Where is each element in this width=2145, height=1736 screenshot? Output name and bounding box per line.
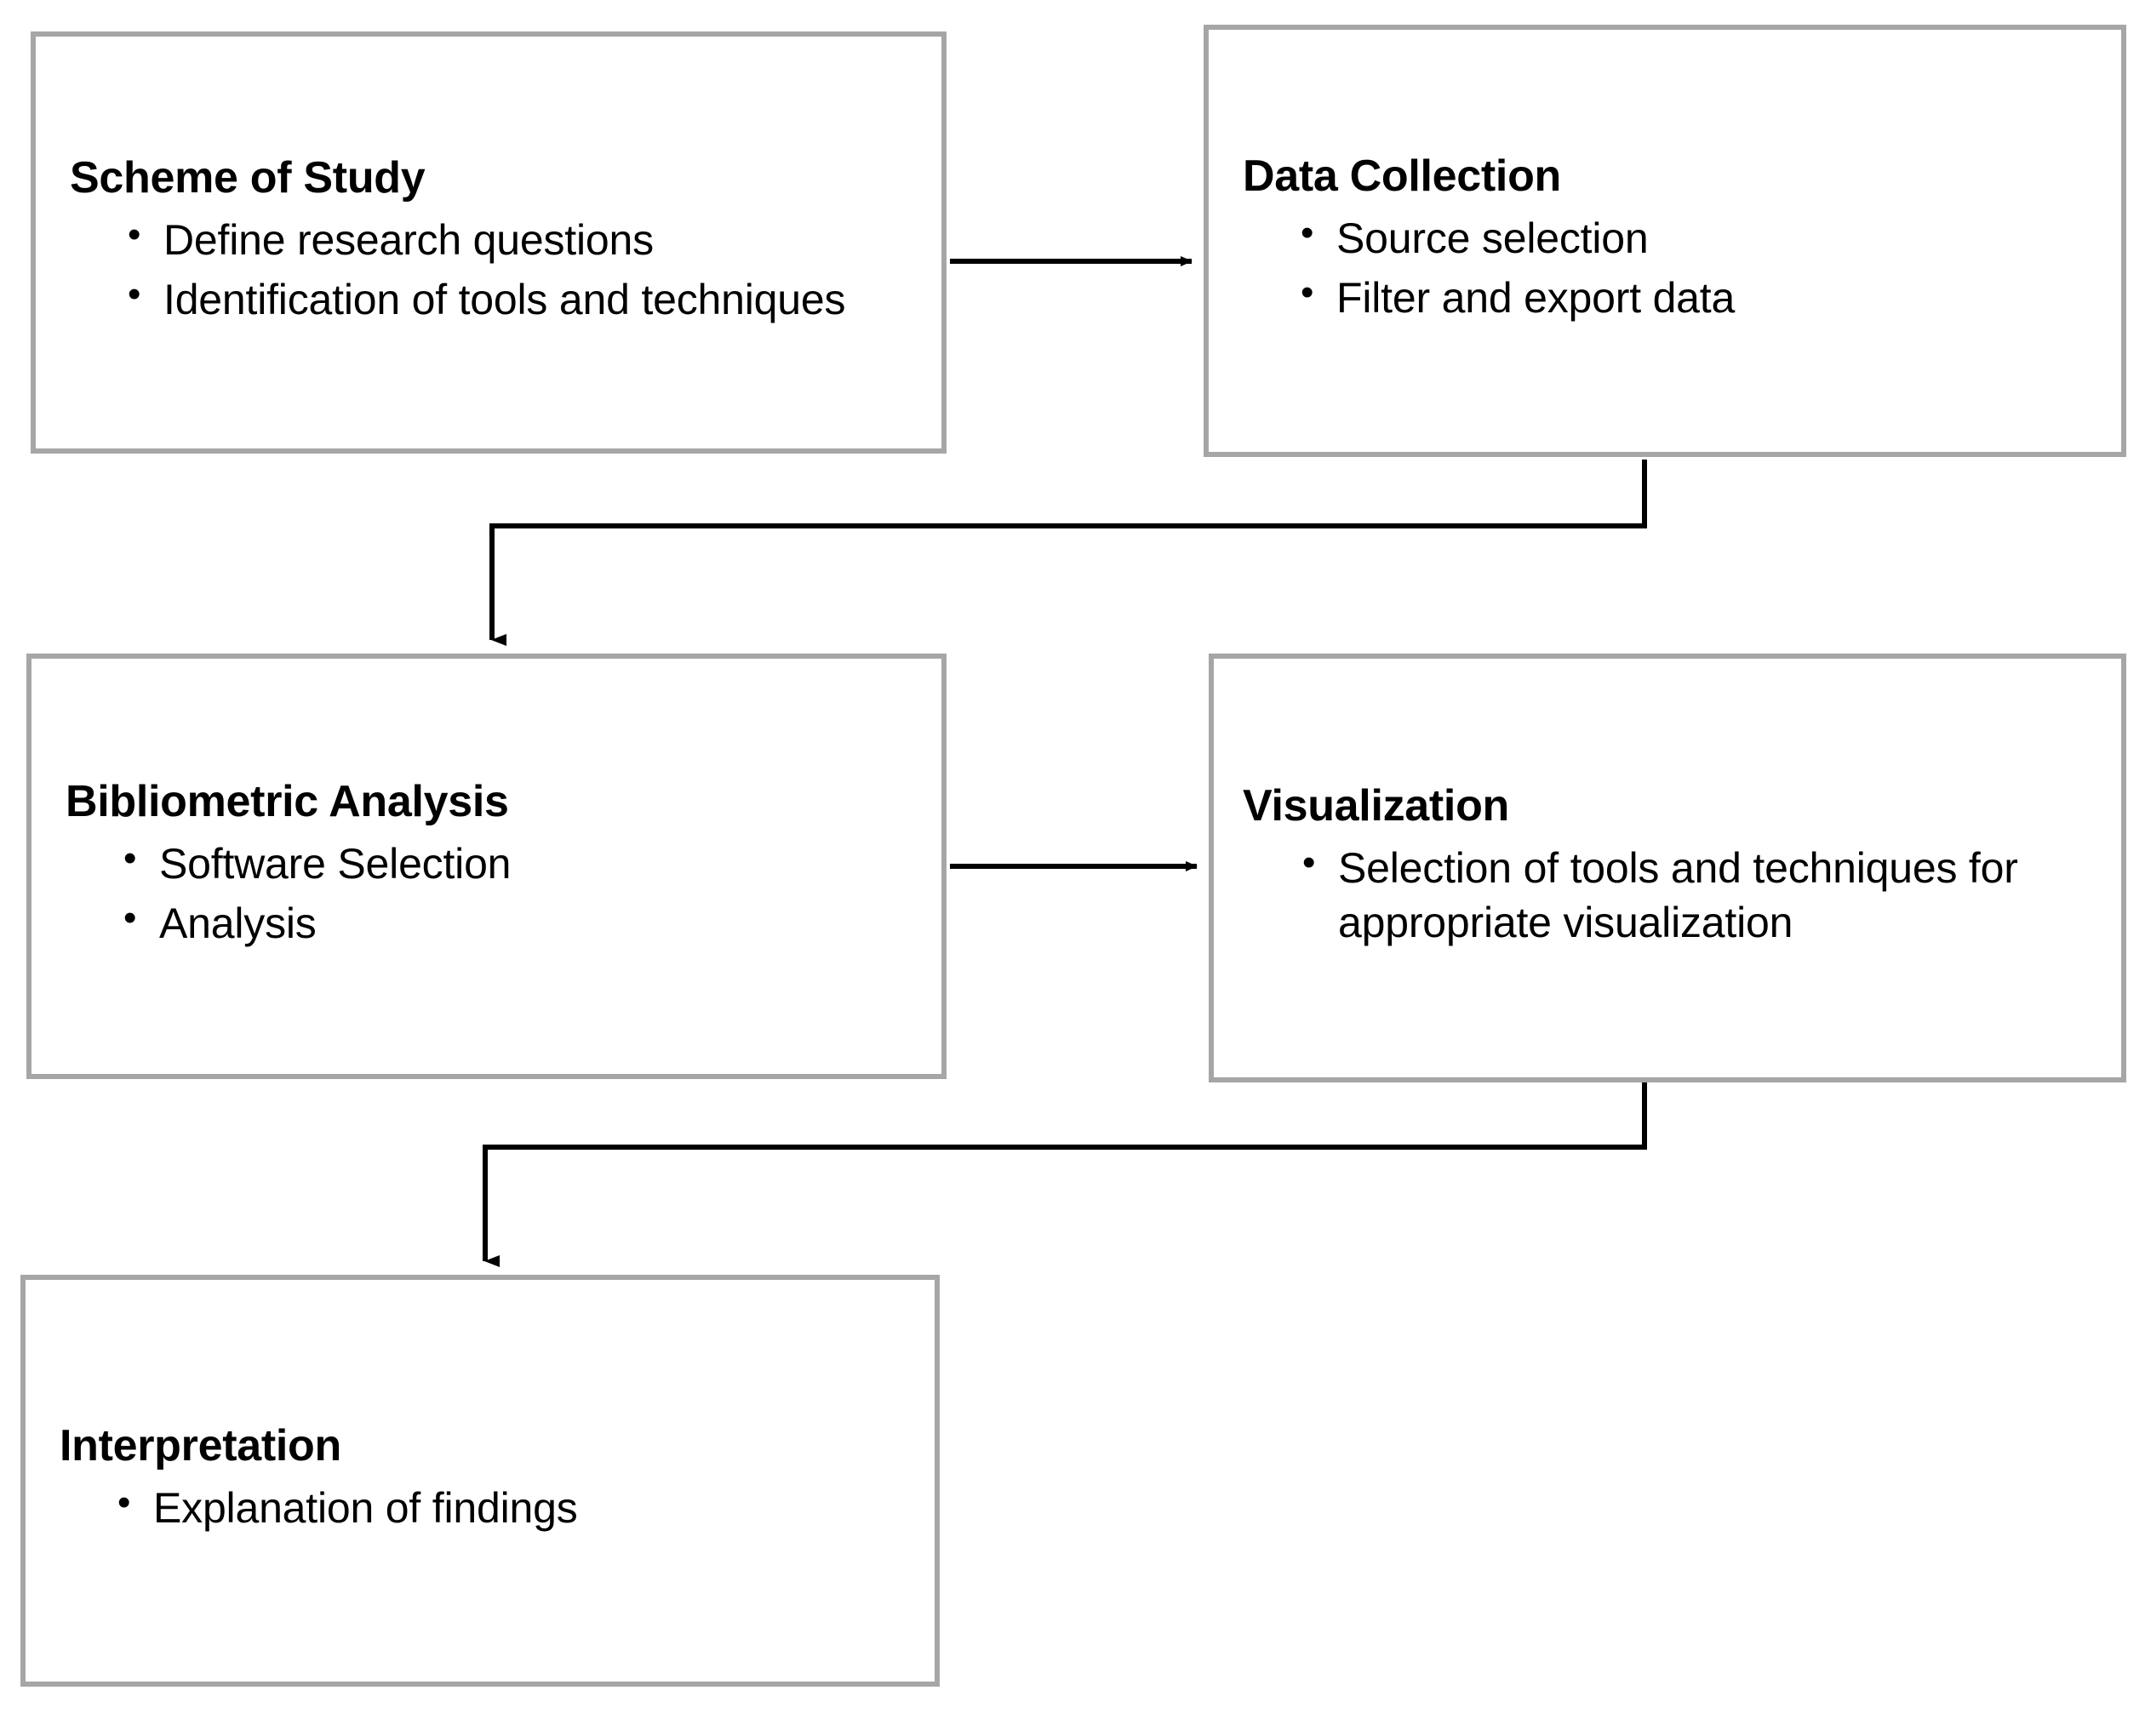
list-item: Selection of tools and techniques for ap… (1302, 839, 2058, 950)
node-content: Interpretation Explanation of findings (26, 1421, 935, 1540)
node-content: Data Collection Source selection Filter … (1209, 151, 2121, 330)
node-title: Bibliometric Analysis (66, 777, 509, 827)
node-bullet-list: Source selection Filter and export data (1243, 209, 2087, 325)
node-data-collection[interactable]: Data Collection Source selection Filter … (1204, 25, 2126, 457)
node-title: Visualization (1243, 781, 1510, 831)
node-title: Data Collection (1243, 151, 1561, 202)
node-visualization[interactable]: Visualization Selection of tools and tec… (1209, 654, 2126, 1082)
list-item: Source selection (1301, 209, 2087, 266)
node-bullet-list: Selection of tools and techniques for ap… (1243, 839, 2092, 950)
node-interpretation[interactable]: Interpretation Explanation of findings (20, 1275, 940, 1687)
node-content: Scheme of Study Define research question… (36, 153, 941, 332)
node-title: Scheme of Study (70, 153, 426, 203)
node-bullet-list: Explanation of findings (60, 1479, 901, 1535)
edge-visualization-to-interpretation (483, 1082, 1647, 1267)
edge-data-collection-to-bibliometric (489, 460, 1647, 646)
node-title: Interpretation (60, 1421, 341, 1471)
list-item: Identification of tools and techniques (128, 271, 907, 327)
list-item: Define research questions (128, 211, 907, 267)
node-bibliometric-analysis[interactable]: Bibliometric Analysis Software Selection… (26, 654, 947, 1079)
list-item: Analysis (123, 894, 907, 951)
list-item: Filter and export data (1301, 269, 2087, 325)
node-content: Bibliometric Analysis Software Selection… (31, 777, 941, 956)
list-item: Explanation of findings (117, 1479, 901, 1535)
list-item: Software Selection (123, 835, 907, 891)
node-bullet-list: Software Selection Analysis (66, 835, 907, 951)
node-scheme-of-study[interactable]: Scheme of Study Define research question… (31, 31, 947, 454)
node-content: Visualization Selection of tools and tec… (1214, 781, 2121, 955)
node-bullet-list: Define research questions Identification… (70, 211, 907, 327)
